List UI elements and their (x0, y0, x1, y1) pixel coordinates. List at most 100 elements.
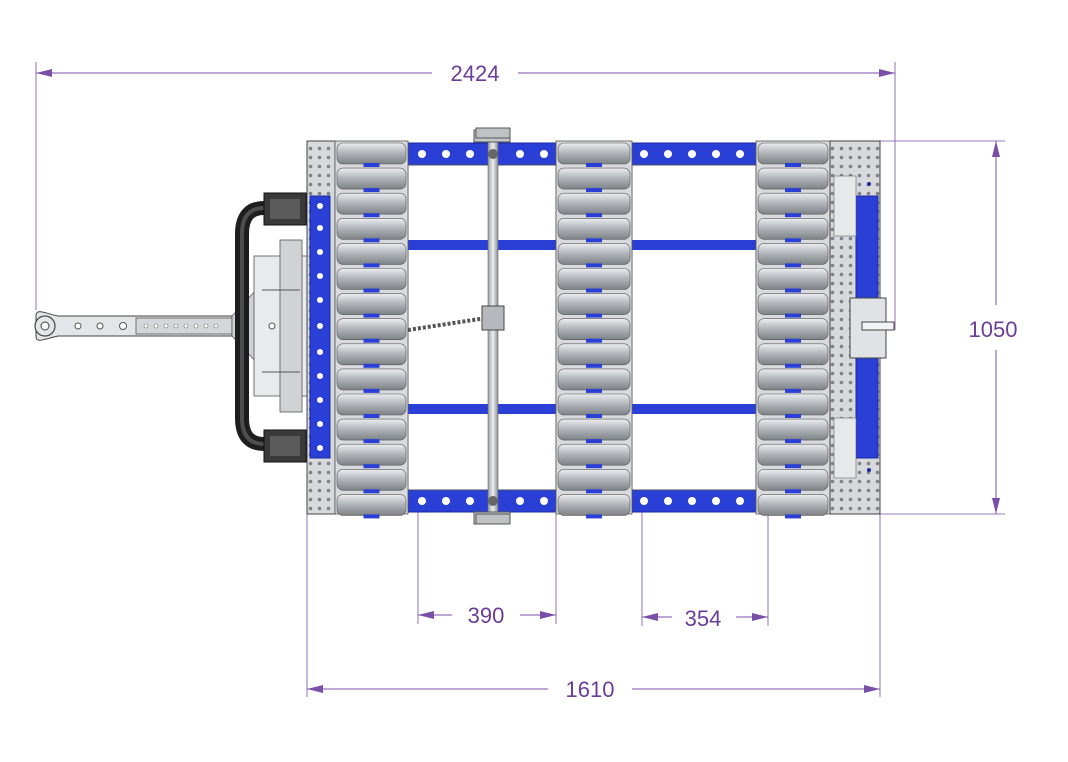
dimension-label-width: 1050 (969, 317, 1018, 342)
roller-axle-clip (785, 313, 801, 318)
roller (557, 393, 631, 416)
roller (557, 443, 631, 466)
dimension-label-gap-right: 354 (685, 606, 722, 631)
roller-axle-clip (586, 414, 602, 418)
roller (336, 167, 407, 190)
roller (557, 418, 631, 441)
roller (557, 218, 631, 240)
roller-axle-clip (586, 263, 602, 268)
roller-axle-clip (785, 363, 801, 368)
roller-axle-clip (785, 213, 801, 218)
dimension-label-overall-length: 2424 (451, 61, 500, 86)
roller-axle-clip (363, 313, 380, 318)
roller (336, 468, 407, 491)
roller (336, 418, 407, 441)
roller (336, 343, 407, 366)
roller (757, 142, 829, 165)
roller-axle-clip (363, 188, 380, 193)
roller (557, 167, 631, 190)
roller (557, 318, 631, 341)
roller (757, 418, 829, 441)
roller (757, 268, 829, 290)
roller (557, 192, 631, 215)
roller-axle-clip (586, 363, 602, 368)
dimension-label-gap-left: 390 (468, 603, 505, 628)
roller-axle-clip (785, 414, 801, 418)
roller-axle-clip (363, 213, 380, 218)
roller (557, 468, 631, 491)
dimension-overall-length: 2424 (35, 61, 896, 330)
roller (757, 192, 829, 215)
roller (557, 368, 631, 391)
roller-axle-clip (785, 464, 801, 469)
roller-axle-clip (586, 188, 602, 193)
roller-axle-clip (586, 388, 602, 393)
roller (336, 218, 407, 240)
roller-axle-clip (785, 514, 801, 519)
roller (336, 368, 407, 391)
roller-axle-clip (785, 263, 801, 268)
roller (336, 393, 407, 416)
roller (336, 142, 407, 165)
left-end-plate (306, 140, 336, 515)
roller-axle-clip (586, 313, 602, 318)
roller (757, 343, 829, 366)
roller (757, 393, 829, 416)
roller (757, 368, 829, 391)
side-brackets (475, 127, 511, 525)
roller (757, 468, 829, 491)
roller (557, 293, 631, 315)
roller-axle-clip (363, 338, 380, 343)
roller-axle-clip (586, 439, 602, 444)
roller-axle-clip (586, 213, 602, 218)
roller-axle-clip (586, 514, 602, 519)
roller (336, 293, 407, 315)
roller-axle-clip (363, 514, 380, 519)
dimension-label-frame-length: 1610 (566, 677, 615, 702)
roller (557, 343, 631, 366)
roller-axle-clip (785, 188, 801, 193)
roller (757, 218, 829, 240)
roller-axle-clip (363, 388, 380, 393)
push-handle (235, 192, 311, 463)
rollers (336, 142, 829, 519)
roller-axle-clip (363, 414, 380, 418)
roller-axle-clip (785, 163, 801, 167)
roller (557, 142, 631, 165)
roller-axle-clip (363, 238, 380, 243)
roller-axle-clip (363, 439, 380, 444)
dimension-frame-length: 1610 (306, 512, 881, 702)
roller-axle-clip (363, 163, 380, 167)
roller (336, 494, 407, 516)
roller (757, 443, 829, 466)
roller-axle-clip (363, 464, 380, 469)
roller-axle-clip (586, 238, 602, 243)
roller-axle-clip (785, 238, 801, 243)
roller (336, 192, 407, 215)
roller (336, 243, 407, 265)
roller (557, 243, 631, 265)
roller (757, 494, 829, 516)
roller-axle-clip (363, 263, 380, 268)
roller-axle-clip (586, 338, 602, 343)
roller-axle-clip (586, 464, 602, 469)
roller-axle-clip (785, 388, 801, 393)
roller (336, 318, 407, 341)
roller (557, 494, 631, 516)
roller-axle-clip (586, 489, 602, 494)
roller-axle-clip (785, 288, 801, 293)
roller (757, 167, 829, 190)
roller (757, 243, 829, 265)
roller (757, 318, 829, 341)
tow-bar (34, 288, 257, 364)
roller-axle-clip (586, 163, 602, 167)
roller (557, 268, 631, 290)
dimension-gap-right: 354 (641, 512, 769, 631)
roller (336, 268, 407, 290)
roller-axle-clip (363, 489, 380, 494)
right-end-plate (829, 140, 895, 515)
roller (757, 293, 829, 315)
roller-axle-clip (785, 489, 801, 494)
roller-axle-clip (363, 363, 380, 368)
